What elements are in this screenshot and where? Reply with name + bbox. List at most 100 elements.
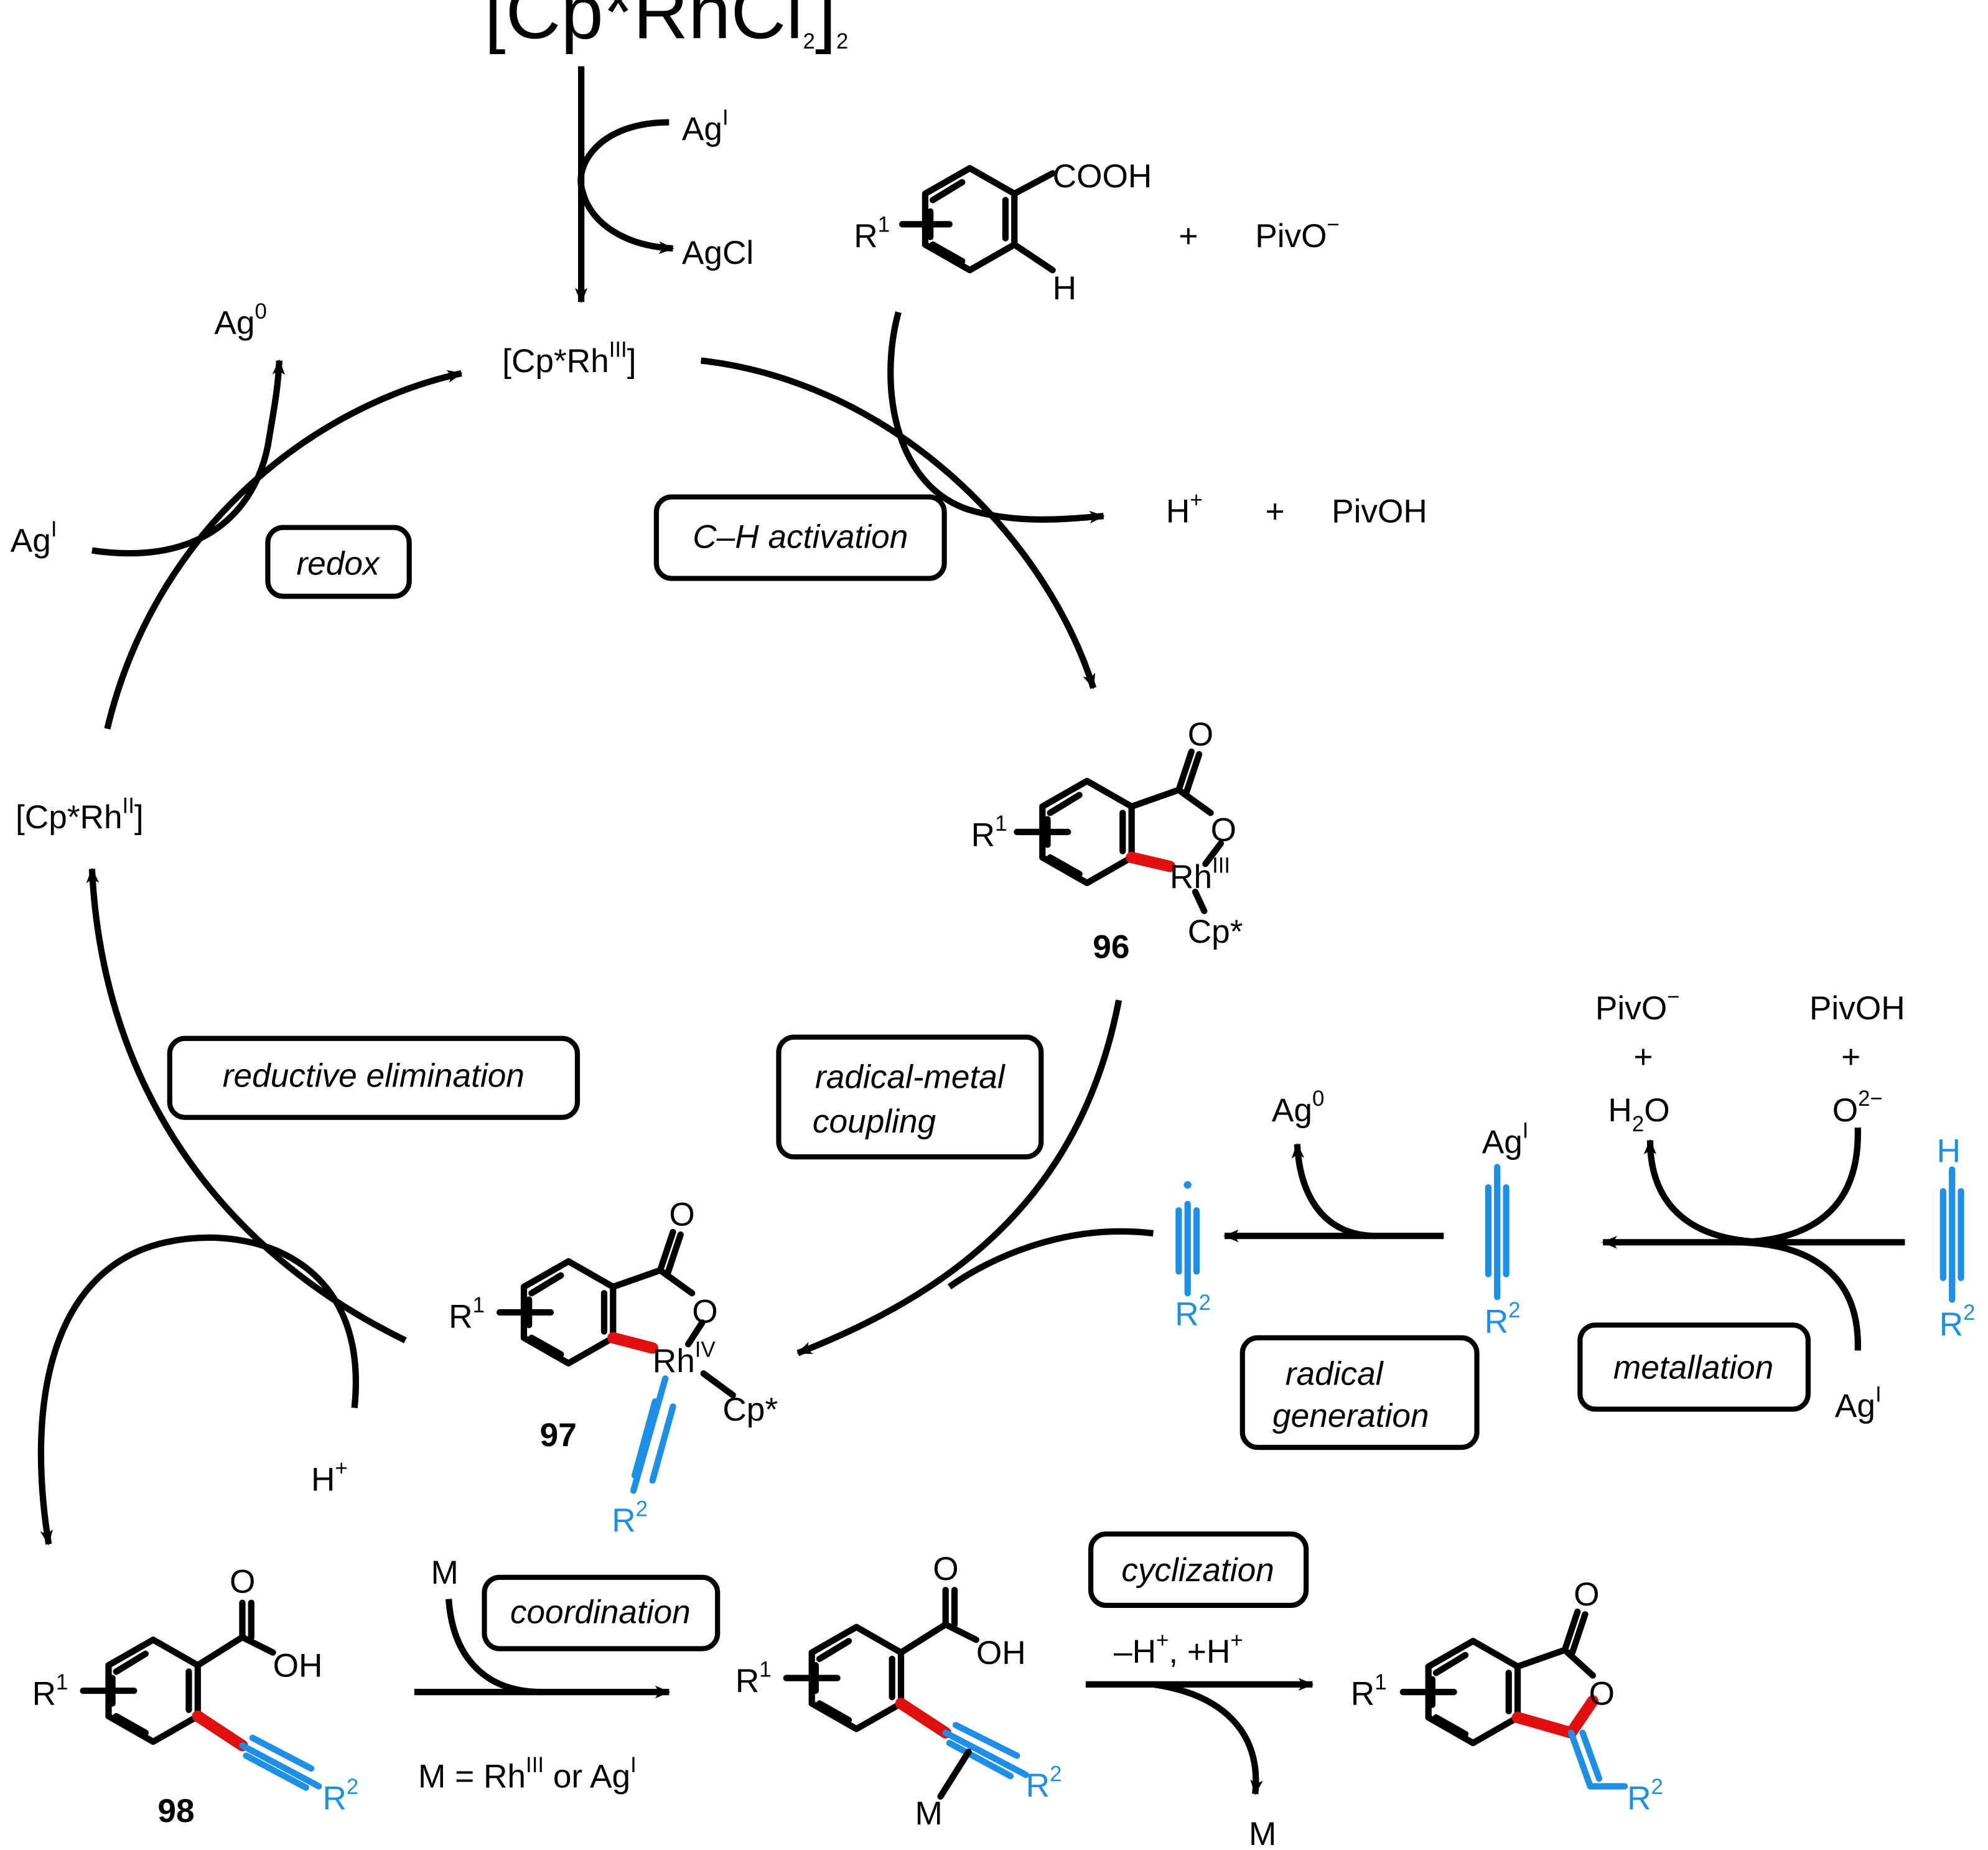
cooh-label: COOH <box>1053 158 1152 195</box>
coord-r2-label: R2 <box>1026 1762 1062 1804</box>
radical-generation-box <box>1239 1335 1480 1451</box>
ch-activation-arrow <box>700 357 1097 689</box>
c97-cp-label: Cp* <box>722 1391 778 1428</box>
radical-metal-coupling-box <box>776 1034 1044 1160</box>
coord-m-label: M <box>915 1795 943 1832</box>
plus-sign: + <box>1178 218 1198 255</box>
radical-metal-coupling-line1: radical-metal <box>815 1059 1006 1096</box>
precatalyst-label: [Cp*RhCl2]2 <box>484 0 848 55</box>
rh2-species-label: [Cp*RhII] <box>16 793 144 836</box>
c96-o-carbonyl: O <box>1188 716 1213 753</box>
c98-o-label: O <box>230 1563 255 1600</box>
acetylide-ag-label: AgI <box>1482 1118 1529 1161</box>
c98-r1-label: R1 <box>32 1670 68 1712</box>
alkynyl-radical-structure <box>1175 1181 1200 1297</box>
cyclization-step-label: cyclization <box>1121 1552 1274 1589</box>
plus-right-1: + <box>1633 1039 1653 1075</box>
h2o-label: H2O <box>1608 1092 1669 1136</box>
benzoic-acid-structure <box>898 165 1056 274</box>
metal-definition: M = RhIII or AgI <box>418 1753 637 1795</box>
reductive-elimination-step-label: reductive elimination <box>223 1058 525 1095</box>
ortho-h-label: H <box>1053 270 1076 307</box>
c96-rh-label: RhIII <box>1170 854 1230 896</box>
metal-release-arrow <box>1152 1681 1263 1795</box>
hplus-left-label: H+ <box>311 1456 348 1498</box>
compound-96-label: 96 <box>1093 929 1129 966</box>
metal-in-arrow <box>446 1599 542 1696</box>
pivoh-right-label: PivOH <box>1809 990 1905 1027</box>
reductive-elimination-arrow <box>86 867 407 1343</box>
phthalide-product-structure <box>1399 1608 1628 1790</box>
product-r2-label: R2 <box>1627 1775 1663 1817</box>
released-m-label: M <box>1249 1816 1276 1850</box>
active-catalyst-label: [Cp*RhIII] <box>502 337 636 380</box>
product-o-carbonyl: O <box>1574 1576 1599 1613</box>
coordination-box <box>482 1574 721 1651</box>
radical-generation-line2: generation <box>1272 1398 1429 1434</box>
coordination-step-label: coordination <box>510 1594 691 1631</box>
coord-oh-label: OH <box>976 1635 1026 1671</box>
c96-cp-label: Cp* <box>1188 913 1243 950</box>
compound-98-label: 98 <box>157 1793 194 1829</box>
alkyne-r2-label: R2 <box>1939 1301 1976 1343</box>
agI-left-label: AgI <box>11 517 57 559</box>
ag0-left-label: Ag0 <box>214 299 266 342</box>
radical-r2-label: R2 <box>1175 1291 1211 1333</box>
benzoic-r1-label: R1 <box>854 213 890 255</box>
redox-arrow <box>104 370 463 730</box>
ag0-right-label: Ag0 <box>1272 1086 1324 1129</box>
hplus-top-label: H+ <box>1166 488 1203 530</box>
ag0-release-arrow <box>1291 1142 1376 1240</box>
product-r1-label: R1 <box>1351 1670 1387 1712</box>
c97-o-carbonyl: O <box>669 1197 694 1233</box>
oxide-label: O2− <box>1832 1086 1883 1129</box>
plus-right-2: + <box>1841 1039 1860 1075</box>
agcl-label: AgCl <box>682 235 754 271</box>
metallation-base-in-arrow <box>1733 1127 1861 1246</box>
redox-silver-arrow <box>91 359 286 557</box>
reductive-elimination-box <box>167 1035 581 1120</box>
protonation-arrow <box>37 1234 359 1546</box>
pivo-right-label: PivO− <box>1595 984 1680 1027</box>
agI-agcl-swing-arrow <box>577 119 674 255</box>
silver-acetylide-structure <box>1485 1164 1510 1301</box>
radical-metal-coupling-line2: coupling <box>813 1103 936 1140</box>
radical-metal-coupling-arrow <box>796 999 1122 1357</box>
acetylide-r2-label: R2 <box>1485 1298 1521 1340</box>
agI-right-label: AgI <box>1835 1382 1882 1424</box>
plus-sign-2: + <box>1266 493 1285 530</box>
agI-top-label: AgI <box>682 106 729 148</box>
cyclization-box <box>1088 1531 1309 1608</box>
c98-oh-label: OH <box>273 1648 323 1684</box>
ch-activation-step-label: C–H activation <box>693 518 908 555</box>
product-o-ring: O <box>1589 1676 1615 1712</box>
ch-activation-byproduct-arrow <box>887 311 1105 524</box>
c96-r1-label: R1 <box>971 811 1007 854</box>
radical-capture-arrow <box>947 1228 1154 1290</box>
c97-r1-label: R1 <box>449 1293 485 1335</box>
c97-o-ring: O <box>692 1293 717 1330</box>
compound-98-structure <box>80 1599 322 1791</box>
redox-step-label: redox <box>296 545 381 582</box>
pivoh-top-label: PivOH <box>1332 493 1427 530</box>
intermediate-97-structure <box>496 1228 736 1494</box>
coord-r1-label: R1 <box>735 1658 772 1700</box>
metallation-byproduct-arrow <box>1643 1139 1771 1246</box>
metallation-step-label: metallation <box>1613 1349 1773 1386</box>
radical-generation-line1: radical <box>1286 1356 1384 1393</box>
pivo-anion-label: PivO− <box>1255 213 1340 255</box>
intermediate-96-structure <box>1014 748 1225 915</box>
compound-97-label: 97 <box>540 1417 577 1454</box>
alkyne-h-label: H <box>1937 1133 1961 1169</box>
redox-box <box>265 525 412 599</box>
metal-m-label: M <box>431 1554 458 1591</box>
metallation-agI-in-arrow <box>1733 1239 1861 1351</box>
c97-rh-label: RhIV <box>653 1338 716 1380</box>
radical-dot <box>1183 1181 1192 1189</box>
c97-r2-label: R2 <box>612 1497 648 1539</box>
c96-o-ring: O <box>1211 811 1236 848</box>
metallation-box <box>1577 1322 1811 1412</box>
c98-r2-label: R2 <box>322 1775 358 1817</box>
coord-o-label: O <box>933 1551 958 1587</box>
